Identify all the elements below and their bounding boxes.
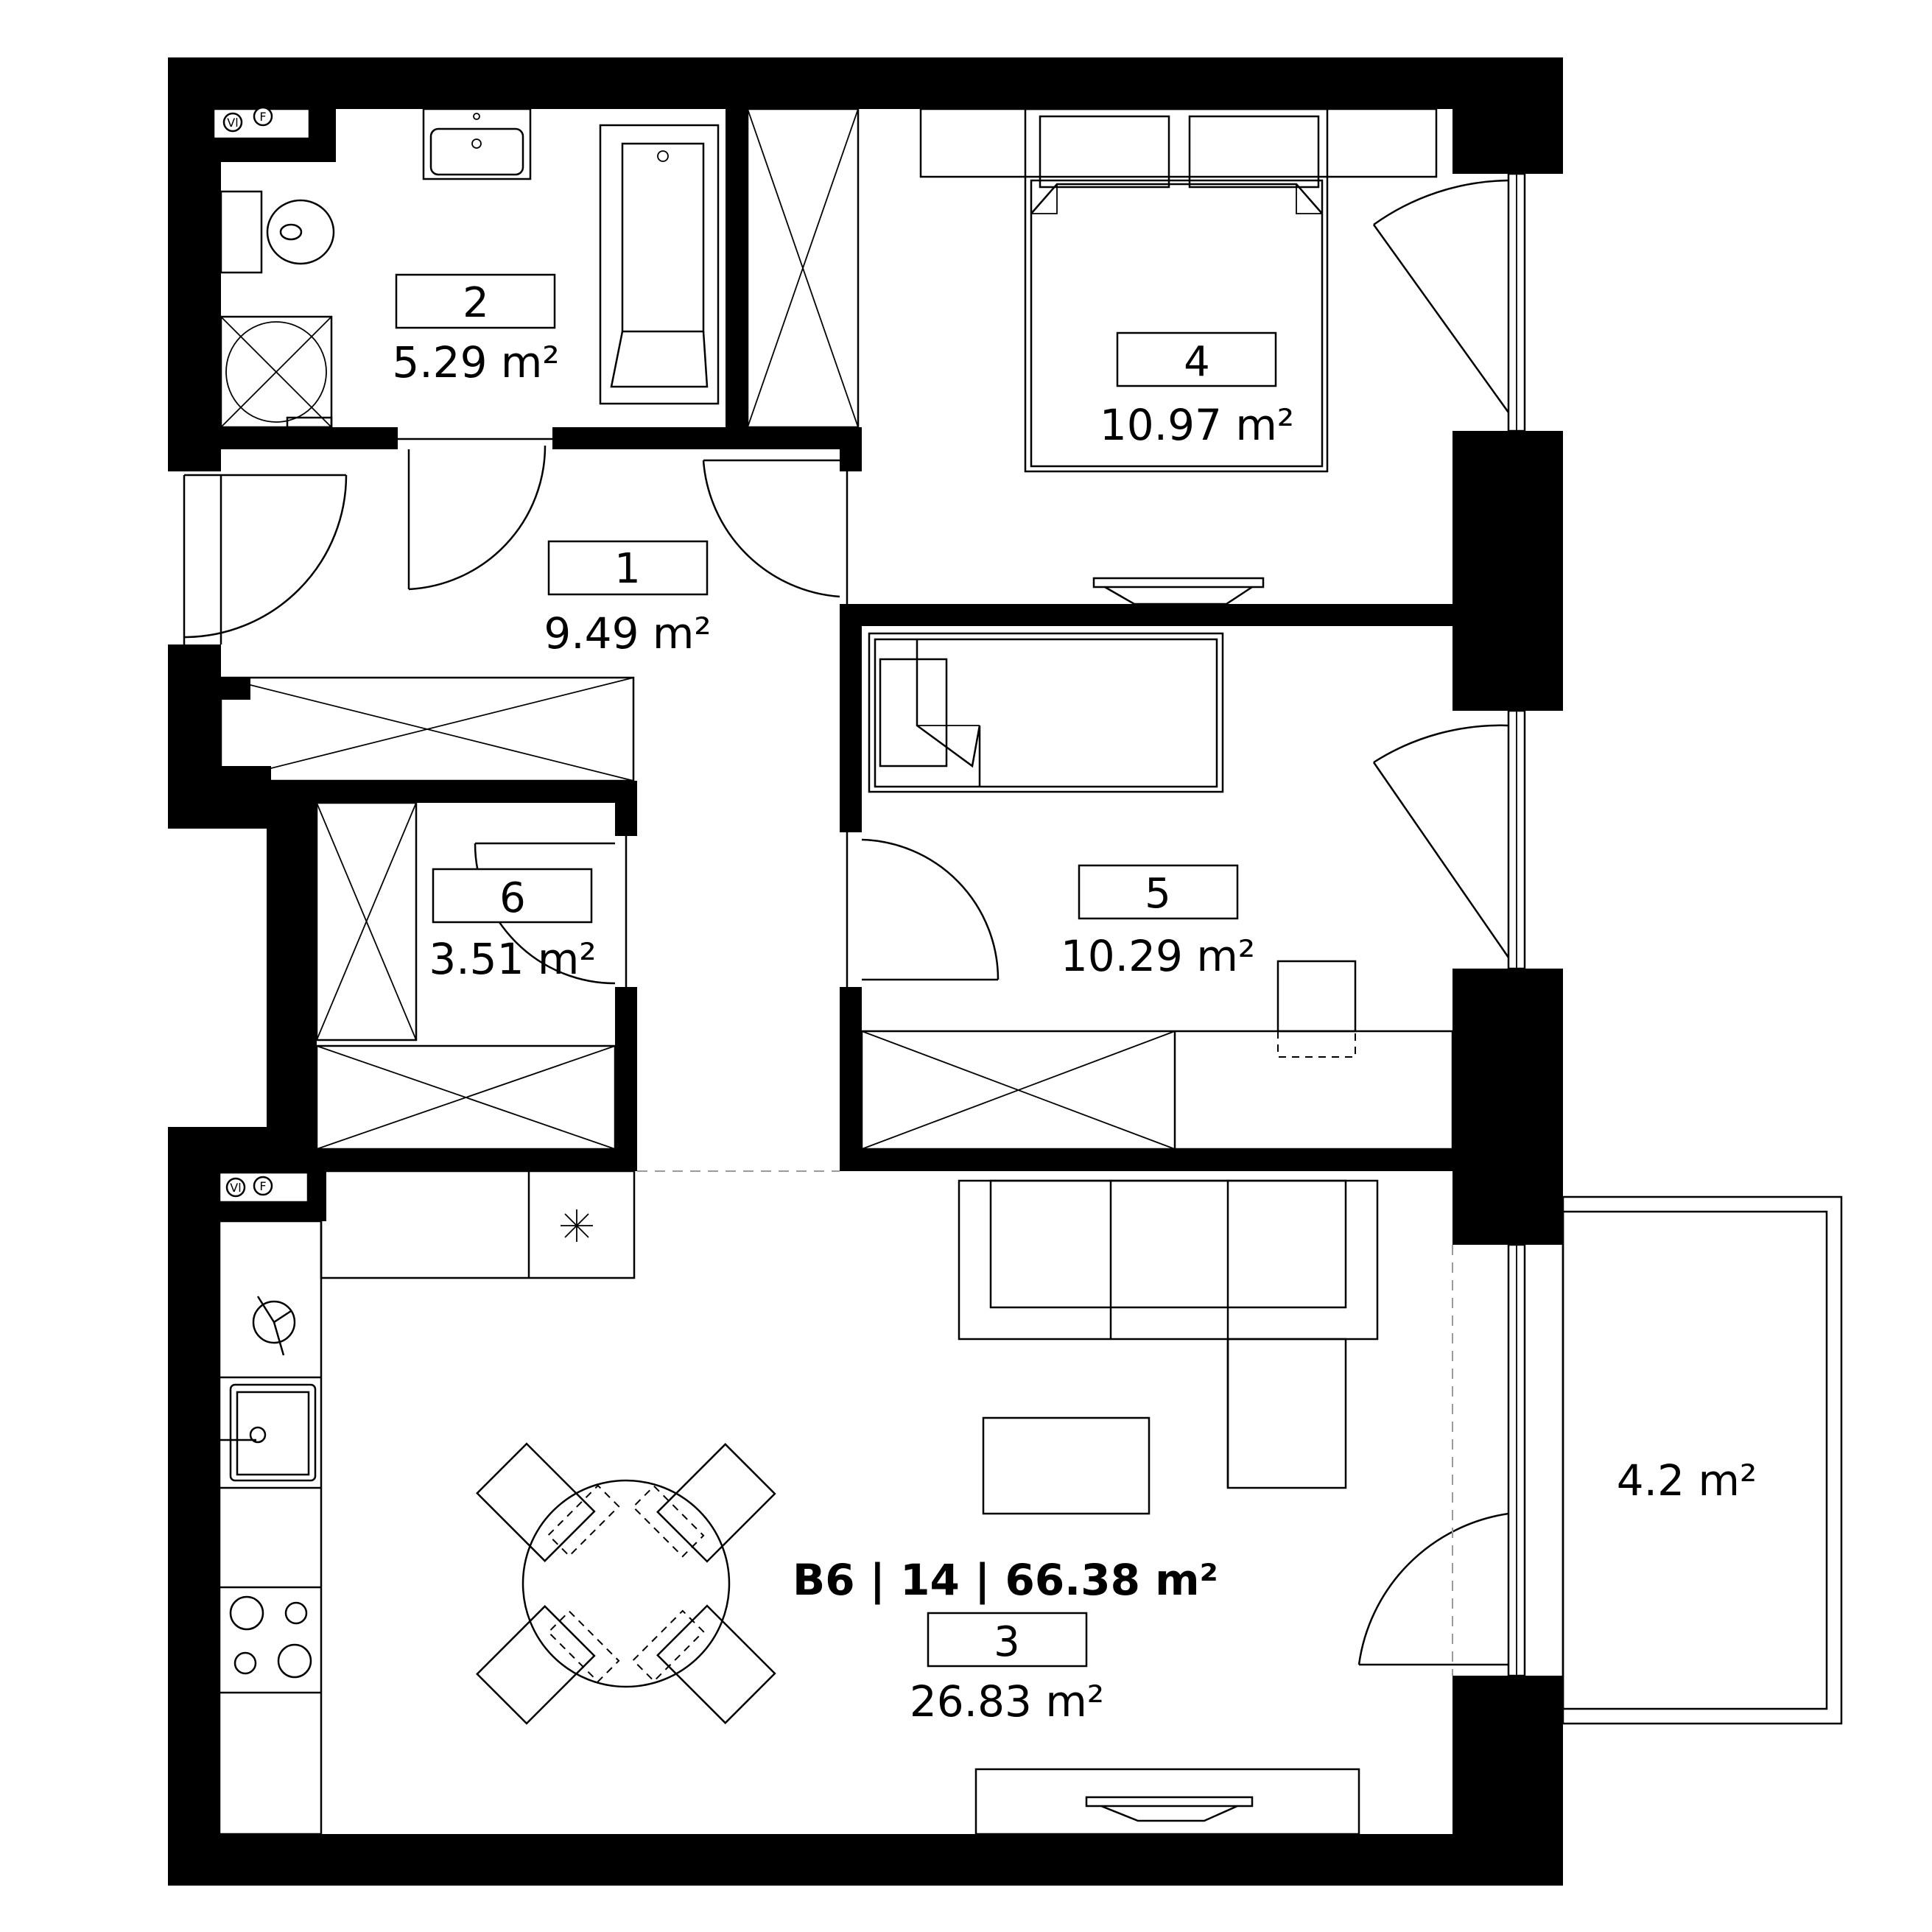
wardrobe-hall xyxy=(746,108,860,429)
svg-text:9.49 m²: 9.49 m² xyxy=(544,608,711,658)
windows xyxy=(1357,172,1526,1677)
svg-text:Vl: Vl xyxy=(227,116,238,130)
extractor-hood xyxy=(252,1296,296,1356)
storage-6-furniture xyxy=(315,801,617,1151)
hall-wardrobe xyxy=(219,676,635,782)
bedroom-4-furniture xyxy=(919,108,1438,605)
svg-text:Vl: Vl xyxy=(230,1181,241,1195)
washbasin xyxy=(422,108,532,180)
fridge-symbol xyxy=(561,1209,593,1242)
vent-icon xyxy=(225,1177,246,1198)
headboard-shelf xyxy=(919,108,1438,178)
shaft-lower: Vl F xyxy=(218,1171,309,1204)
room-label-1: 1 9.49 m² xyxy=(544,540,712,658)
svg-text:3: 3 xyxy=(994,1618,1020,1666)
room-label-4: 4 10.97 m² xyxy=(1100,331,1294,450)
exterior-walls xyxy=(168,57,1563,1886)
svg-text:1: 1 xyxy=(614,545,641,593)
living-furniture xyxy=(476,1179,1379,1836)
flue-icon xyxy=(253,1176,273,1196)
room-label-6: 6 3.51 m² xyxy=(429,868,597,984)
svg-text:2: 2 xyxy=(463,279,489,327)
room-label-3: B6 | 14 | 66.38 m² 3 26.83 m² xyxy=(793,1555,1218,1726)
shaft-upper: Vl F xyxy=(212,106,311,140)
svg-text:5.29 m²: 5.29 m² xyxy=(392,337,559,387)
kitchen xyxy=(217,1170,636,1836)
corner-sofa xyxy=(958,1179,1379,1489)
cooktop xyxy=(229,1595,312,1679)
washing-machine xyxy=(219,315,333,429)
svg-text:26.83 m²: 26.83 m² xyxy=(910,1676,1104,1726)
double-bed xyxy=(1024,108,1329,473)
svg-text:10.29 m²: 10.29 m² xyxy=(1061,931,1255,981)
balcony: 4.2 m² xyxy=(1562,1195,1843,1725)
flue-icon xyxy=(253,106,273,127)
radiator xyxy=(1092,577,1265,589)
svg-text:3.51 m²: 3.51 m² xyxy=(429,934,596,984)
toilet xyxy=(219,190,263,274)
desk-wardrobe xyxy=(860,1030,1454,1151)
kitchen-sink xyxy=(217,1383,317,1482)
radiator xyxy=(1085,1796,1254,1808)
dining-set xyxy=(476,1442,776,1725)
svg-text:10.97 m²: 10.97 m² xyxy=(1100,400,1294,450)
coffee-table xyxy=(982,1416,1151,1515)
desk-chair xyxy=(1276,960,1357,1033)
svg-text:4: 4 xyxy=(1184,338,1210,386)
bedroom-5-furniture xyxy=(860,632,1454,1151)
svg-text:6: 6 xyxy=(499,874,526,922)
vent-icon xyxy=(222,112,243,133)
bathtub xyxy=(599,124,720,405)
svg-text:F: F xyxy=(259,110,266,124)
svg-text:5: 5 xyxy=(1145,870,1171,918)
bathroom-fixtures xyxy=(219,108,720,429)
room-label-2: 2 5.29 m² xyxy=(392,273,560,387)
svg-text:F: F xyxy=(259,1179,266,1193)
tv-unit xyxy=(974,1768,1360,1836)
apartment-title: B6 | 14 | 66.38 m² xyxy=(793,1555,1218,1605)
doors xyxy=(183,438,1000,1172)
interior-walls xyxy=(168,109,1452,1171)
single-bed xyxy=(868,632,1224,793)
room-label-5: 5 10.29 m² xyxy=(1061,864,1255,981)
balcony-area: 4.2 m² xyxy=(1617,1455,1757,1506)
